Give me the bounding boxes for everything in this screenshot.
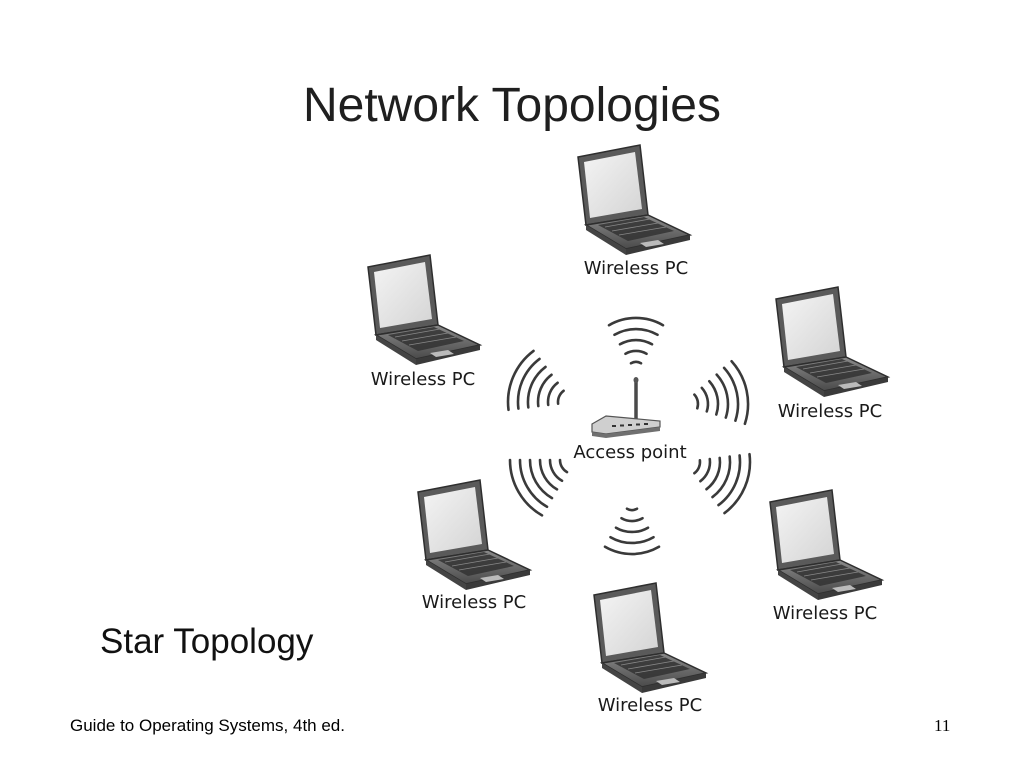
signal-waves-top-icon xyxy=(607,316,665,365)
signal-arc xyxy=(603,545,661,556)
signal-waves-upper-left-icon xyxy=(506,349,565,412)
signal-arc xyxy=(705,456,722,491)
signal-arc xyxy=(699,457,712,483)
wireless-pc-lower-right: Wireless PC xyxy=(769,489,883,624)
access-point-label: Access point xyxy=(573,442,686,463)
signal-arc xyxy=(730,359,750,426)
signal-arc xyxy=(538,458,559,491)
wireless-pc-lower-left: Wireless PC xyxy=(417,479,531,613)
slide-title: Network Topologies xyxy=(302,79,721,132)
signal-arc xyxy=(613,327,659,337)
signal-arc xyxy=(548,458,564,483)
wireless-pc-bottom: Wireless PC xyxy=(593,582,707,716)
signal-arc xyxy=(558,458,569,474)
signal-arc xyxy=(625,507,639,512)
footer-text: Guide to Operating Systems, 4th ed. xyxy=(70,716,345,735)
wireless-pc-upper-left-label: Wireless PC xyxy=(371,369,475,390)
signal-waves-lower-left-icon xyxy=(508,458,569,517)
signal-arc xyxy=(715,373,730,419)
access-point-icon xyxy=(591,377,661,438)
wireless-pc-bottom-label: Wireless PC xyxy=(598,695,702,716)
signal-arc xyxy=(526,365,547,409)
signal-arc xyxy=(624,349,648,356)
laptop-icon xyxy=(577,144,691,256)
laptop-icon xyxy=(367,254,481,366)
wireless-pc-upper-left: Wireless PC xyxy=(367,254,481,390)
signal-arc xyxy=(546,381,559,407)
signal-arc xyxy=(620,516,644,523)
signal-waves-upper-right-icon xyxy=(693,359,750,426)
signal-arc xyxy=(556,389,565,405)
wireless-pc-top-label: Wireless PC xyxy=(584,258,688,279)
wireless-pc-upper-right-label: Wireless PC xyxy=(778,401,882,422)
wireless-pc-lower-left-label: Wireless PC xyxy=(422,592,526,613)
signal-arc xyxy=(528,458,554,500)
signal-arc xyxy=(506,349,535,412)
signal-arc xyxy=(723,452,752,515)
signal-arc xyxy=(722,366,740,422)
signal-arc xyxy=(708,379,720,416)
wireless-pc-lower-right-label: Wireless PC xyxy=(773,603,877,624)
wireless-pc-upper-right: Wireless PC xyxy=(775,286,889,422)
subtitle: Star Topology xyxy=(100,622,314,661)
signal-arc xyxy=(536,373,553,408)
laptop-icon xyxy=(593,582,707,694)
signal-arc xyxy=(711,455,732,499)
page-number: 11 xyxy=(934,716,951,735)
signal-arc xyxy=(607,316,665,327)
wireless-pc-top: Wireless PC xyxy=(577,144,691,279)
laptop-icon xyxy=(417,479,531,591)
signal-waves-bottom-icon xyxy=(603,507,661,556)
signal-arc xyxy=(693,459,702,475)
signal-arc xyxy=(618,338,654,346)
signal-arc xyxy=(609,535,655,545)
laptop-icon xyxy=(775,286,889,398)
signal-arc xyxy=(717,454,742,507)
signal-arc xyxy=(518,458,549,509)
signal-arc xyxy=(700,386,710,413)
signal-arc xyxy=(629,360,643,365)
signal-waves-lower-right-icon xyxy=(693,452,752,515)
signal-arc xyxy=(508,458,544,517)
laptop-icon xyxy=(769,489,883,601)
signal-arc xyxy=(693,393,700,410)
signal-arc xyxy=(614,526,650,534)
signal-arc xyxy=(516,357,541,410)
